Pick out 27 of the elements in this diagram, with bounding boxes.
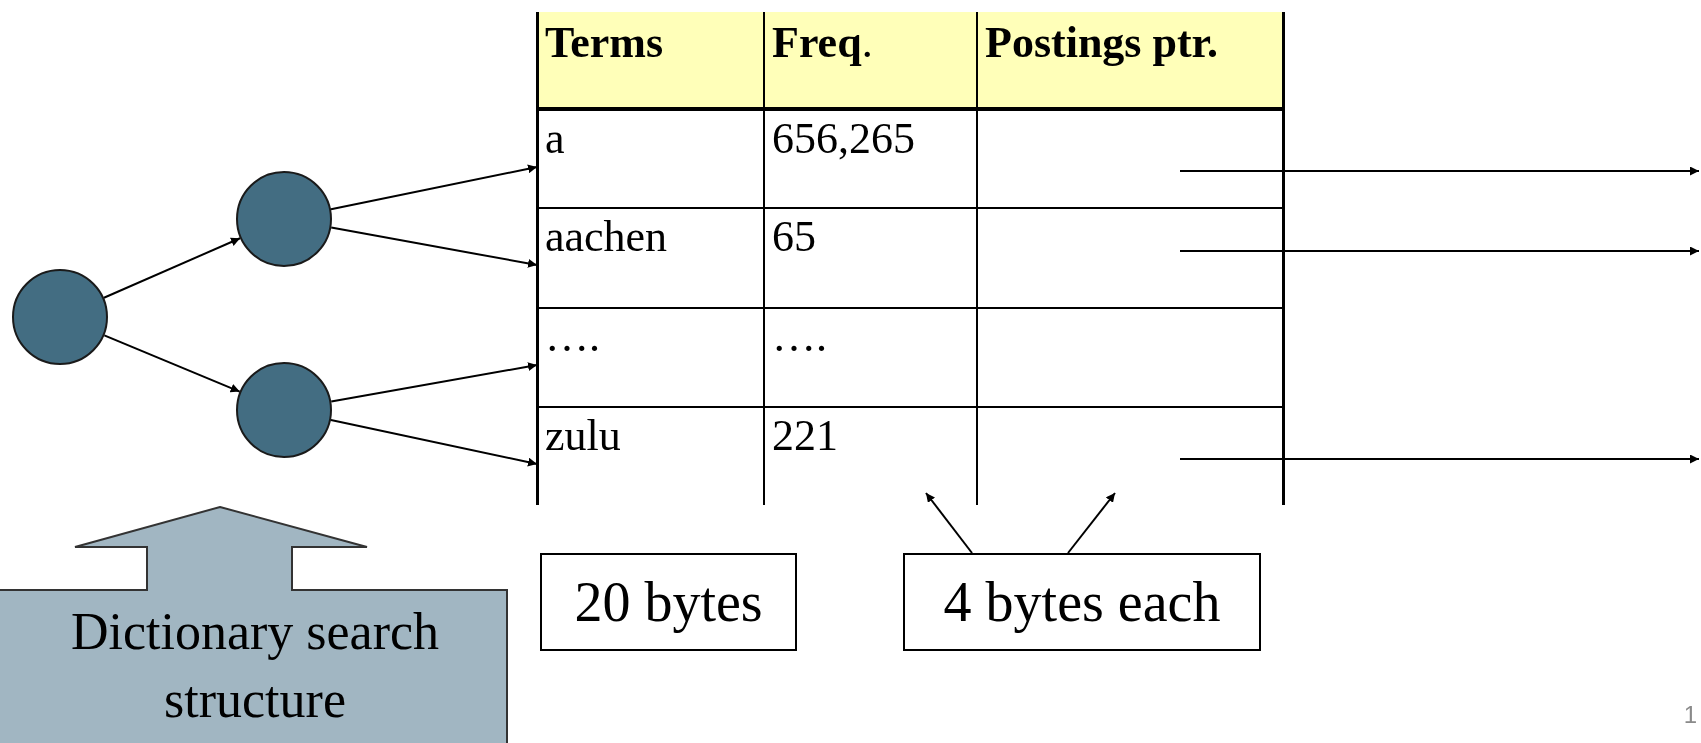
term-cell-text: aachen [544, 211, 669, 263]
frequency-cell-text: 221 [771, 410, 839, 462]
arrow [1179, 166, 1700, 176]
column-header: Terms [544, 17, 664, 69]
frequency-cell-text: 65 [771, 211, 817, 263]
frequency-cell-text: 656,265 [771, 113, 916, 165]
arrow [330, 362, 538, 403]
callout-block-arrow [0, 506, 508, 743]
arrow [103, 237, 241, 299]
arrow [1179, 246, 1700, 256]
page-number: 1 [1683, 700, 1697, 730]
arrow [330, 164, 538, 211]
term-cell-text: a [544, 113, 566, 165]
term-cell-text: …. [544, 311, 601, 363]
leader-arrow [925, 492, 973, 554]
size-box: 4 bytes each [903, 553, 1261, 651]
leader-arrow [1067, 492, 1116, 554]
frequency-cell-text: …. [771, 311, 828, 363]
callout-text: Dictionary search structure [69, 602, 441, 730]
column-header: Freq. [771, 17, 873, 69]
column-header: Postings ptr. [984, 17, 1219, 69]
term-cell-text: zulu [544, 410, 622, 462]
arrow [1179, 454, 1700, 464]
arrow [329, 419, 538, 467]
size-box: 20 bytes [540, 553, 797, 651]
arrow [103, 334, 241, 393]
arrow [330, 226, 538, 268]
